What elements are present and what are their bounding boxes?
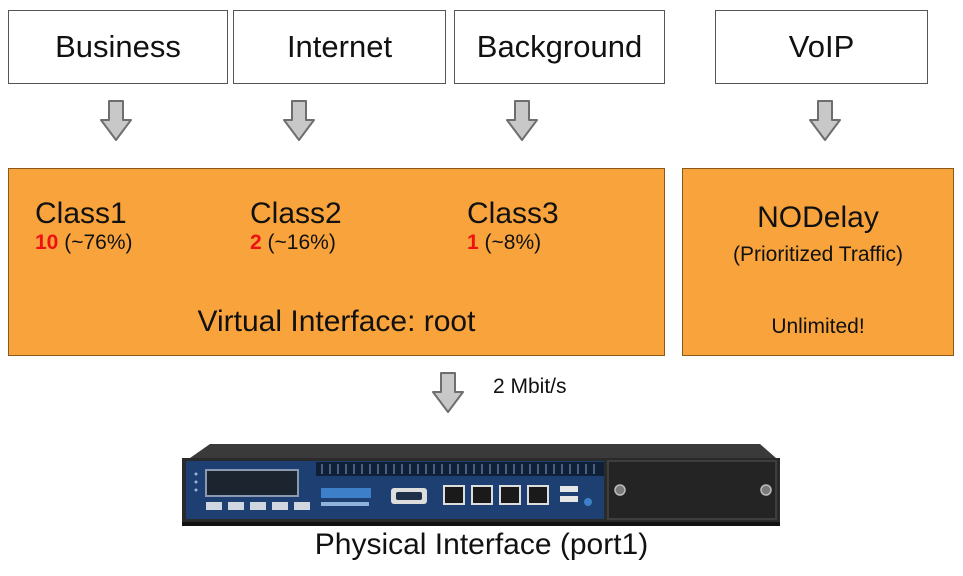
appliance-image: [182, 444, 780, 526]
nodelay-panel: NODelay (Prioritized Traffic) Unlimited!: [682, 168, 954, 356]
traffic-label: Internet: [286, 29, 393, 64]
class1-block: Class1 10 (~76%): [35, 197, 132, 255]
nodelay-title: NODelay: [757, 201, 879, 234]
class-name: Class2: [250, 197, 342, 230]
nodelay-subtitle: (Prioritized Traffic): [733, 243, 903, 266]
class-name: Class1: [35, 197, 127, 230]
class-share: (~76%): [64, 231, 133, 254]
virtual-interface-panel: Class1 10 (~76%) Class2 2 (~16%) Class3 …: [8, 168, 665, 356]
class3-block: Class3 1 (~8%): [467, 197, 559, 255]
class-name: Class3: [467, 197, 559, 230]
traffic-box-background: Background: [454, 10, 665, 84]
down-arrow-icon: [431, 372, 465, 414]
virtual-interface-label: Virtual Interface: root: [197, 305, 476, 338]
nodelay-limit: Unlimited!: [771, 315, 865, 338]
down-arrow-icon: [505, 100, 539, 142]
traffic-box-business: Business: [8, 10, 228, 84]
down-arrow-icon: [808, 100, 842, 142]
traffic-label: VoIP: [788, 29, 855, 64]
traffic-box-voip: VoIP: [715, 10, 928, 84]
class-share: (~8%): [484, 231, 542, 254]
down-arrow-icon: [99, 100, 133, 142]
down-arrow-icon: [282, 100, 316, 142]
traffic-label: Background: [476, 29, 643, 64]
traffic-label: Business: [55, 29, 181, 64]
class2-block: Class2 2 (~16%): [250, 197, 342, 255]
physical-interface-label: Physical Interface (port1): [314, 528, 649, 561]
class-share: (~16%): [267, 231, 336, 254]
link-rate-label: 2 Mbit/s: [493, 375, 567, 398]
class-weight: 10: [35, 231, 59, 254]
traffic-box-internet: Internet: [233, 10, 446, 84]
class-weight: 2: [250, 231, 262, 254]
class-weight: 1: [467, 231, 479, 254]
